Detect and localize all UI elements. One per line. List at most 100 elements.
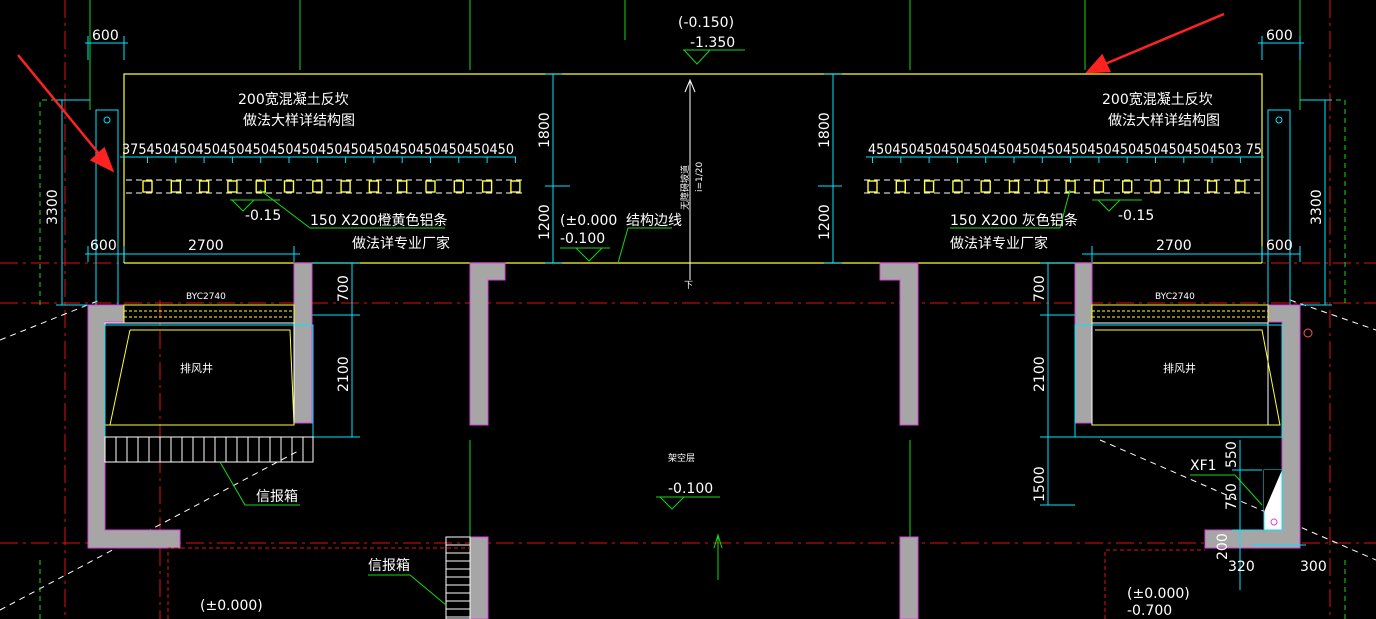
dim-vertical-right-lower [1040, 262, 1075, 506]
elev-top-paren: (-0.150) [678, 15, 734, 31]
dim-750-text: 750 [1224, 483, 1240, 510]
byc-left-window [123, 304, 295, 324]
elev-top-symbol [683, 49, 745, 65]
marker-circle [1303, 328, 1313, 338]
xf1-leader [1190, 474, 1263, 506]
byc-left-label: BYC2740 [186, 292, 226, 302]
elev-bottom-left: (±0.000) [200, 598, 263, 614]
drain-box [283, 180, 295, 193]
dim-3300-left-text: 3300 [45, 189, 61, 225]
left-gutter-elev-symbol [230, 199, 280, 212]
shaft-left [104, 322, 314, 438]
lower-arrow [713, 533, 723, 580]
shaft-right [1074, 322, 1283, 438]
mailbox-left-label: 信报箱 [256, 489, 298, 505]
drain-box [1065, 180, 1076, 193]
drain-box [142, 180, 153, 193]
elev-center-floor: -0.100 [668, 481, 713, 497]
dim-700-left-text: 700 [336, 275, 352, 302]
left-drain-boxes [142, 157, 521, 193]
drain-box [1178, 180, 1190, 193]
elev-bottom-right-value: -0.700 [1127, 603, 1172, 619]
hydrant-box [1263, 469, 1283, 531]
dim-1800-a-text: 1800 [537, 112, 553, 148]
stilt-floor-label: 架空层 [668, 452, 695, 464]
right-spacing-text: 4504504504504504504504504504504504504504… [868, 142, 1262, 158]
note-right-top-2: 做法大样详结构图 [1108, 113, 1220, 129]
dim-3300-right-text: 3300 [1309, 189, 1325, 225]
elev-mid-paren: (±0.000 [560, 213, 617, 229]
dim-600-mid-right-text: 600 [1266, 238, 1293, 254]
dim-vertical-left-lower [312, 262, 360, 438]
byc-right-window [1091, 304, 1269, 324]
note-structure-edge: 结构边线 [626, 213, 682, 229]
drain-box [867, 180, 878, 193]
drain-box [1008, 180, 1020, 193]
note-left-top-1: 200宽混凝土反坎 [238, 91, 349, 108]
drain-box [255, 180, 266, 193]
lower-left-outline [167, 547, 1205, 619]
elev-mid-value: -0.100 [560, 231, 605, 247]
drain-box [923, 180, 935, 193]
note-right-strip-1: 150 X200 灰色铝条 [950, 212, 1078, 229]
drain-box [340, 180, 351, 193]
ramp-down-label: 下 [684, 281, 693, 291]
elev-left-gutter: -0.15 [245, 208, 281, 224]
red-arrow-right [1085, 12, 1225, 74]
dim-2700-right-text: 2700 [1156, 238, 1192, 254]
shaft-right-label: 排风井 [1163, 361, 1196, 375]
drain-box [170, 180, 182, 193]
elev-top-value: -1.350 [690, 35, 735, 51]
dim-600-top-left-text: 600 [92, 28, 119, 44]
drain-box [1093, 180, 1105, 193]
walls [87, 262, 1301, 619]
drain-box [1235, 180, 1246, 193]
dim-vertical-b [818, 73, 842, 264]
drain-box [227, 180, 238, 193]
xf1-label: XF1 [1190, 458, 1217, 474]
note-left-top-2: 做法大样详结构图 [243, 113, 355, 129]
right-drain-boxes [867, 157, 1246, 193]
dim-320-text: 320 [1228, 559, 1255, 575]
byc-right-label: BYC2740 [1155, 292, 1195, 302]
note-left-strip-2: 做法详专业厂家 [352, 235, 450, 252]
dim-700-right-text: 700 [1032, 275, 1048, 302]
dim-1500-right-text: 1500 [1032, 466, 1048, 502]
dim-vertical-hydrant [1232, 440, 1306, 590]
outer-dashed-outline [39, 99, 1346, 619]
mailbox-lower-leader [368, 574, 447, 606]
drain-box [425, 180, 436, 193]
right-gutter-elev-symbol [1092, 199, 1142, 212]
ramp-label-2: i=1/20 [695, 161, 705, 192]
shaft-left-label: 排风井 [180, 361, 213, 375]
dim-600-top-left [85, 36, 128, 60]
left-gutter-line [126, 179, 522, 194]
dim-200-text: 200 [1215, 533, 1231, 560]
dim-row-left [85, 246, 300, 262]
drain-box [980, 180, 991, 193]
drain-box [1206, 180, 1218, 193]
ramp-arrow [684, 78, 696, 280]
dim-550-text: 550 [1224, 441, 1240, 468]
dim-row-right [1082, 246, 1301, 262]
dim-300-text: 300 [1300, 559, 1327, 575]
drain-box [1037, 180, 1048, 193]
mailbox-lower-hatch [445, 536, 471, 619]
elev-center-symbol [656, 496, 720, 510]
dim-1800-b-text: 1800 [817, 112, 833, 148]
elev-right-gutter: -0.15 [1118, 208, 1154, 224]
drain-box [1121, 180, 1133, 193]
dim-600-mid-left-text: 600 [90, 238, 117, 254]
structure-edge-leader [617, 227, 672, 264]
dim-2700-left-text: 2700 [188, 238, 224, 254]
left-strip-leader [259, 189, 445, 229]
elev-bottom-right-paren: (±0.000) [1127, 586, 1190, 602]
right-gutter-line [864, 179, 1260, 194]
ramp-label-1: 无障碍坡道 [679, 165, 691, 210]
drain-box [952, 180, 963, 193]
note-right-top-1: 200宽混凝土反坎 [1102, 91, 1213, 108]
dim-600-top-right [1258, 36, 1304, 60]
drain-box [895, 180, 906, 193]
elev-mid-symbol [560, 247, 610, 262]
